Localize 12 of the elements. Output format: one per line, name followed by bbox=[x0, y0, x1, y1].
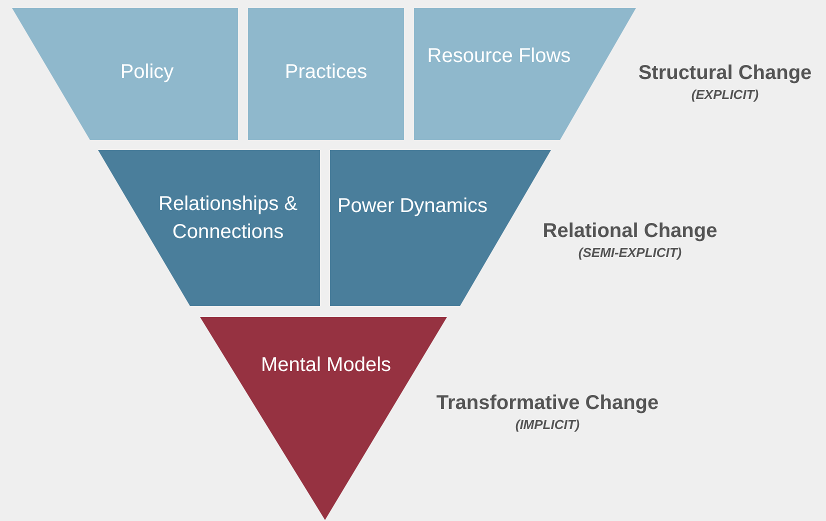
tier-title: Relational Change bbox=[542, 220, 718, 243]
segment-label: Power Dynamics bbox=[336, 194, 489, 219]
segment-label: Practices bbox=[284, 60, 368, 85]
tier-subtitle: (EXPLICIT) bbox=[690, 87, 760, 102]
segment-label: Mental Models bbox=[260, 353, 392, 378]
segment-label: Resource Flows bbox=[426, 44, 572, 69]
tier-title: Transformative Change bbox=[435, 392, 660, 415]
segment-label: Policy bbox=[119, 60, 175, 85]
tier-subtitle: (SEMI-EXPLICIT) bbox=[577, 245, 683, 260]
tier-subtitle: (IMPLICIT) bbox=[514, 417, 581, 432]
tier-title: Structural Change bbox=[637, 62, 813, 85]
segment-label: Relationships & Connections bbox=[158, 192, 298, 245]
